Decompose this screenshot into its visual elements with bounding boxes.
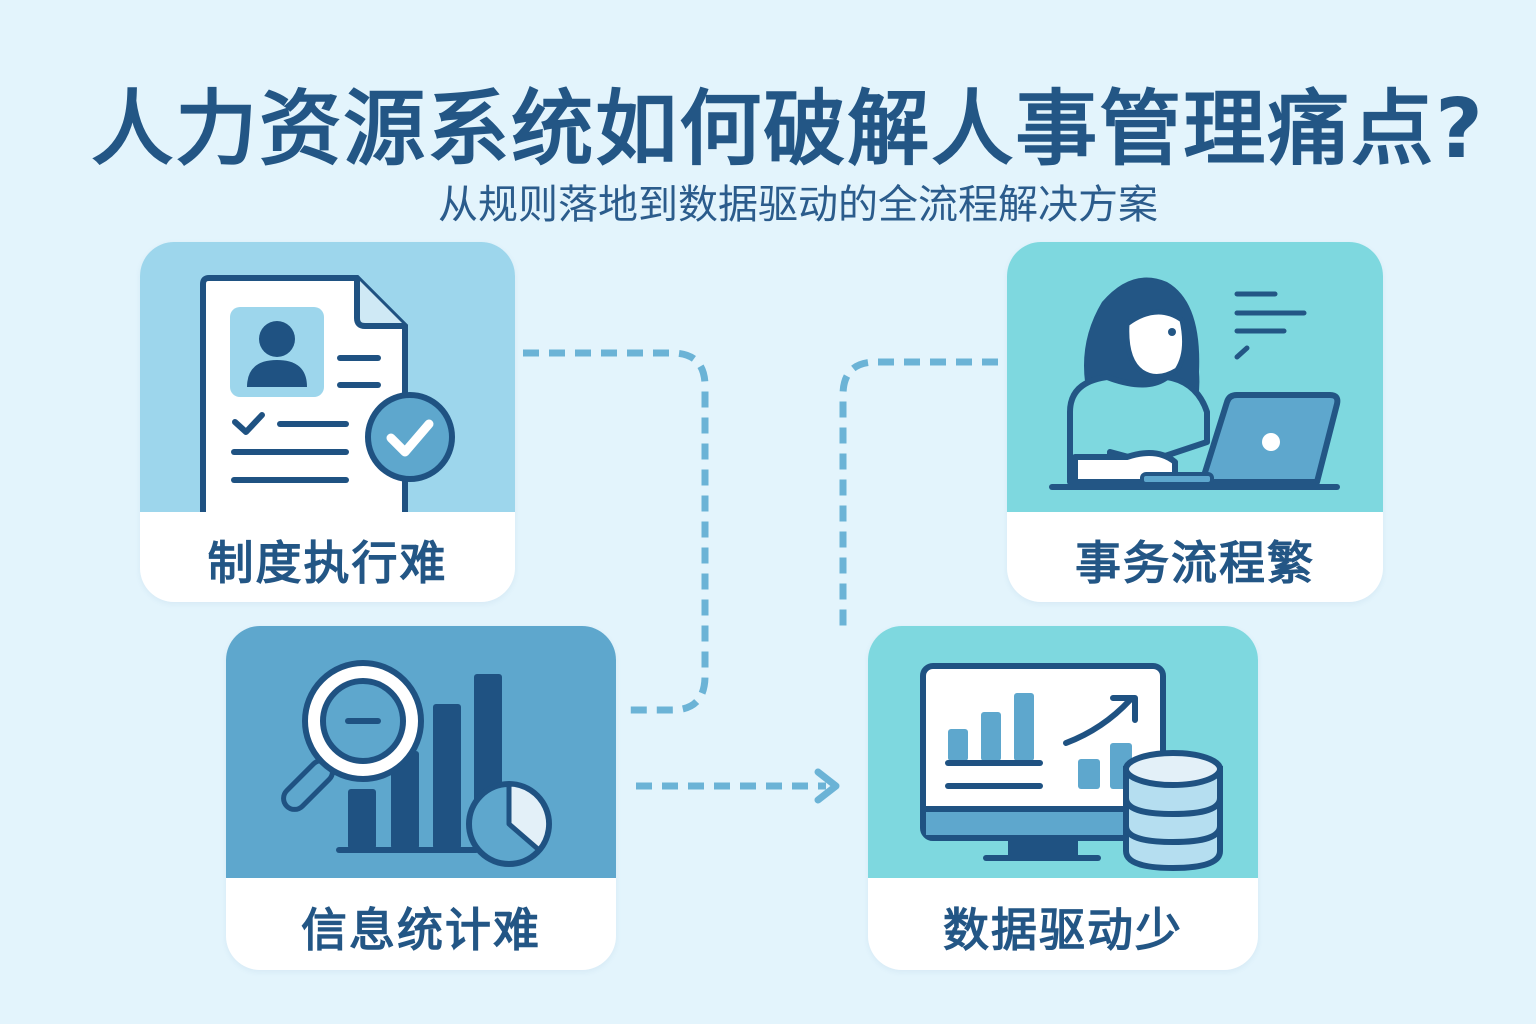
card-process-complexity: 事务流程繁 <box>1007 242 1383 602</box>
page-title: 人力资源系统如何破解人事管理痛点? <box>91 82 1485 177</box>
card-data-driven: 数据驱动少 <box>868 626 1258 970</box>
arrow-head-icon <box>814 768 840 804</box>
page-subtitle: 从规则落地到数据驱动的全流程解决方案 <box>438 182 1158 228</box>
connector-process-to-data <box>839 358 998 632</box>
card-statistics-difficulty: 信息统计难 <box>226 626 616 970</box>
magnifier-chart-icon <box>281 660 552 867</box>
document-check-icon <box>200 275 455 512</box>
card-label: 事务流程繁 <box>1075 536 1315 590</box>
illustration-panel <box>226 626 616 878</box>
card-label: 制度执行难 <box>207 536 448 590</box>
person-laptop-icon <box>1049 277 1341 490</box>
monitor-database-icon <box>920 663 1223 872</box>
card-label: 信息统计难 <box>301 903 541 957</box>
illustration-panel <box>140 242 515 512</box>
illustration-panel <box>868 626 1258 878</box>
card-label: 数据驱动少 <box>943 903 1183 957</box>
illustration-panel <box>1007 242 1383 512</box>
card-policy-execution: 制度执行难 <box>140 242 515 602</box>
